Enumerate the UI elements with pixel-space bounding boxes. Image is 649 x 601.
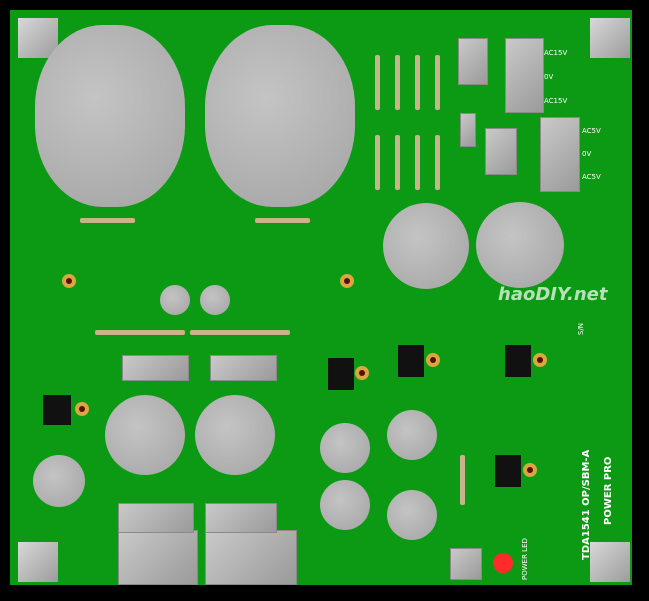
connector: [118, 503, 194, 533]
connector: [458, 38, 488, 85]
regulator: [43, 395, 71, 425]
mounting-hole: [75, 402, 89, 416]
capacitor: [476, 202, 564, 288]
capacitor: [320, 480, 370, 530]
ac-label: AC15V: [544, 97, 568, 105]
resistor: [415, 55, 420, 110]
transformer-connector-2: [540, 117, 580, 192]
capacitor: [387, 490, 437, 540]
mounting-hole: [533, 353, 547, 367]
regulator: [495, 455, 521, 487]
ac-label: AC5V: [582, 173, 601, 181]
toroid-transformer-right: [205, 25, 355, 207]
capacitor: [387, 410, 437, 460]
ac-label: 0V: [582, 150, 592, 158]
capacitor: [200, 285, 230, 315]
mounting-pad: [590, 542, 630, 582]
regulator: [505, 345, 531, 377]
mounting-hole: [355, 366, 369, 380]
mounting-hole: [62, 274, 76, 288]
ac-label: 0V: [544, 73, 554, 81]
serial-label: S/N: [577, 322, 585, 335]
led-connector: [450, 548, 482, 580]
board-title: TDA1541 OP/SBM-A: [581, 449, 592, 560]
regulator: [398, 345, 424, 377]
capacitor: [33, 455, 85, 507]
resistor: [460, 455, 465, 505]
regulator: [328, 358, 354, 390]
ac-label: AC15V: [544, 49, 568, 57]
resistor: [190, 330, 290, 335]
mounting-pad: [590, 18, 630, 58]
connector: [205, 503, 277, 533]
capacitor: [195, 395, 275, 475]
transformer-connector-1: [505, 38, 544, 113]
mounting-hole: [426, 353, 440, 367]
board-subtitle: POWER PRO: [603, 456, 614, 525]
resistor: [80, 218, 135, 223]
resistor: [435, 55, 440, 110]
resistor: [95, 330, 185, 335]
capacitor: [383, 203, 469, 289]
connector: [210, 355, 277, 381]
resistor: [395, 135, 400, 190]
capacitor: [105, 395, 185, 475]
output-connector: [205, 530, 297, 585]
ac-label: AC5V: [582, 127, 601, 135]
resistor: [375, 135, 380, 190]
power-led: [493, 553, 513, 573]
connector: [122, 355, 189, 381]
resistor: [415, 135, 420, 190]
mounting-pad: [18, 542, 58, 582]
resistor: [375, 55, 380, 110]
mounting-hole: [523, 463, 537, 477]
mounting-hole: [340, 274, 354, 288]
connector: [460, 113, 476, 147]
resistor: [435, 135, 440, 190]
capacitor: [320, 423, 370, 473]
resistor: [395, 55, 400, 110]
toroid-transformer-left: [35, 25, 185, 207]
power-led-label: POWER LED: [521, 538, 529, 580]
capacitor: [160, 285, 190, 315]
connector: [485, 128, 517, 175]
resistor: [255, 218, 310, 223]
watermark: haoDIY.net: [498, 284, 608, 305]
output-connector: [118, 530, 198, 585]
